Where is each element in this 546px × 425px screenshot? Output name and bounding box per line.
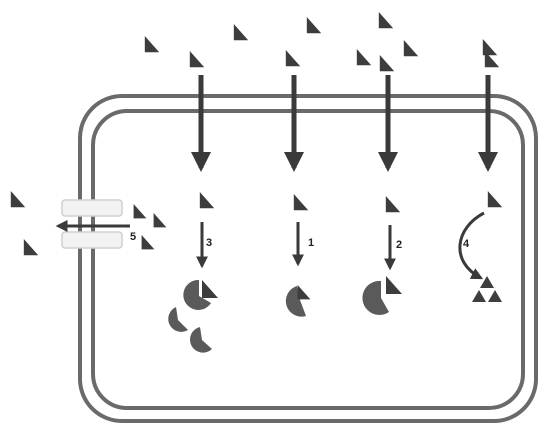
enzyme-cluster-pathway-3	[168, 279, 218, 353]
intracellular-molecules	[133, 191, 503, 250]
pathway-label-4: 4	[463, 238, 470, 250]
pathway-arrows	[55, 211, 485, 280]
membrane-channel	[61, 199, 123, 249]
pathway-label-3: 3	[206, 237, 212, 249]
pathway-label-2: 2	[396, 239, 402, 251]
membrane-entry-arrows	[191, 75, 498, 172]
pathway-label-1: 1	[308, 237, 314, 249]
pathway-label-5: 5	[130, 231, 136, 243]
outer-cell-membrane	[78, 94, 538, 423]
enzyme-pathway-1	[285, 285, 311, 317]
inner-cell-membrane	[91, 109, 525, 410]
extracellular-molecules	[10, 12, 500, 256]
enzyme-pathway-2	[362, 276, 402, 315]
degradation-products-pathway-4	[472, 276, 502, 302]
